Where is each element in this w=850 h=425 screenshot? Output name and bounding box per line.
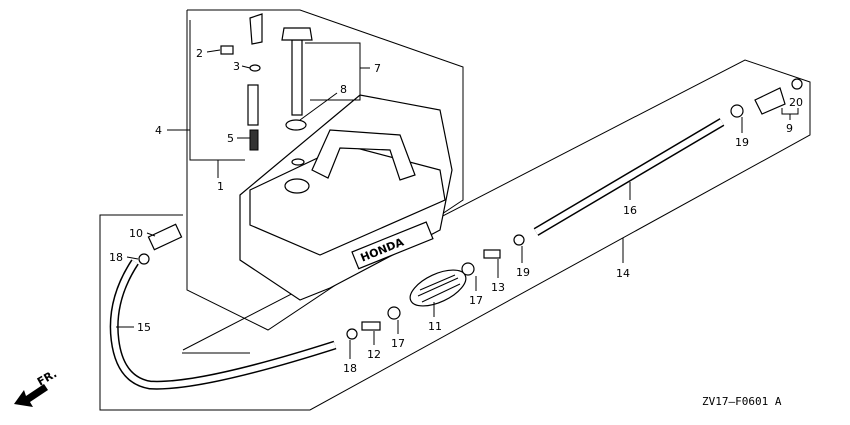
callout-17a: 17 — [469, 294, 483, 307]
fuel-tank: HONDA — [239, 94, 453, 301]
callout-4: 4 — [155, 124, 162, 137]
engine-side-hose — [533, 118, 725, 236]
callout-13: 13 — [491, 281, 505, 294]
callout-17b: 17 — [391, 337, 405, 350]
callout-12: 12 — [367, 348, 381, 361]
hose-group-frame — [99, 59, 811, 411]
callout-19a: 19 — [735, 136, 749, 149]
callout-labels: 1 2 3 4 5 7 8 9 10 11 12 13 14 15 16 17 … — [109, 47, 803, 375]
callout-10: 10 — [129, 227, 143, 240]
tank-group-frame — [186, 9, 464, 331]
callout-18b: 18 — [343, 362, 357, 375]
callout-15: 15 — [137, 321, 151, 334]
callout-8: 8 — [340, 83, 347, 96]
callout-2: 2 — [196, 47, 203, 60]
diagram-code: ZV17—F0601 A — [702, 395, 782, 408]
callout-16: 16 — [623, 204, 637, 217]
primer-bulb — [409, 269, 467, 307]
callout-19b: 19 — [516, 266, 530, 279]
callout-3: 3 — [233, 60, 240, 73]
vent-parts — [220, 13, 263, 151]
callout-11: 11 — [428, 320, 442, 333]
leader-lines — [116, 20, 799, 359]
callout-1: 1 — [217, 180, 224, 193]
front-label: FR. — [35, 367, 59, 388]
fittings — [138, 78, 803, 340]
callout-7: 7 — [374, 62, 381, 75]
front-direction-arrow: FR. — [14, 367, 59, 407]
callout-18a: 18 — [109, 251, 123, 264]
callout-14: 14 — [616, 267, 630, 280]
fuel-gauge — [281, 27, 313, 166]
callout-9: 9 — [786, 122, 793, 135]
tank-side-hose — [109, 259, 337, 390]
callout-5: 5 — [227, 132, 234, 145]
callout-20: 20 — [789, 96, 803, 109]
